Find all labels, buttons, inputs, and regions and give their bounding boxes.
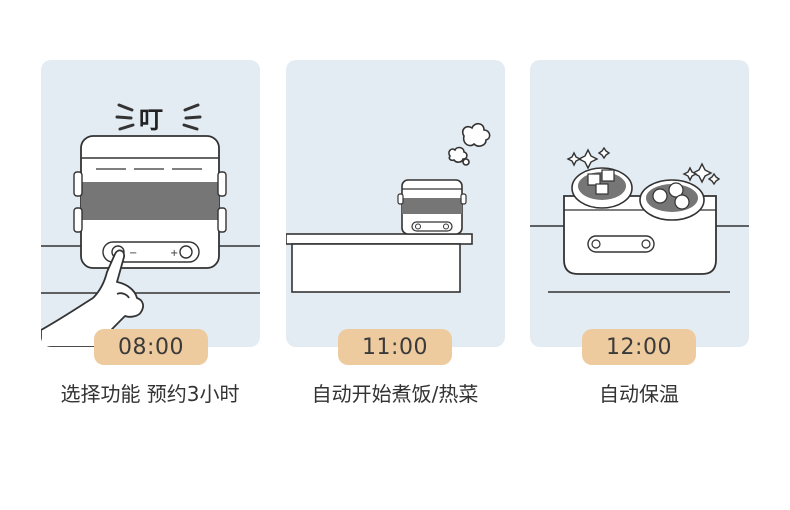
step-3-time: 12:00: [582, 329, 696, 365]
svg-text:−: −: [129, 248, 137, 259]
step-3-panel: [530, 60, 749, 347]
ring-sound-icon: [115, 103, 202, 131]
hand-icon: [41, 249, 144, 347]
scheduling-illustration: − + 叮: [41, 103, 260, 347]
lunch-box: [397, 179, 467, 235]
step-2-time: 11:00: [338, 329, 452, 365]
step-1-caption: 选择功能 预约3小时: [60, 382, 240, 406]
sparkle-icon: [566, 146, 721, 186]
warming-illustration: [530, 146, 749, 293]
step-1-panel: − + 叮: [41, 60, 260, 347]
lunch-box: − +: [73, 135, 227, 269]
step-1-time: 08:00: [94, 329, 208, 365]
step-3-caption: 自动保温: [599, 382, 679, 406]
sound-text: 叮: [139, 106, 163, 134]
open-lunch-box: [563, 167, 717, 275]
step-2-caption: 自动开始煮饭/热菜: [311, 382, 479, 406]
step-2-panel: [286, 60, 505, 347]
svg-text:+: +: [170, 248, 178, 259]
table: [286, 233, 473, 293]
steam-icon: [448, 122, 491, 166]
cooking-illustration: [286, 122, 491, 293]
